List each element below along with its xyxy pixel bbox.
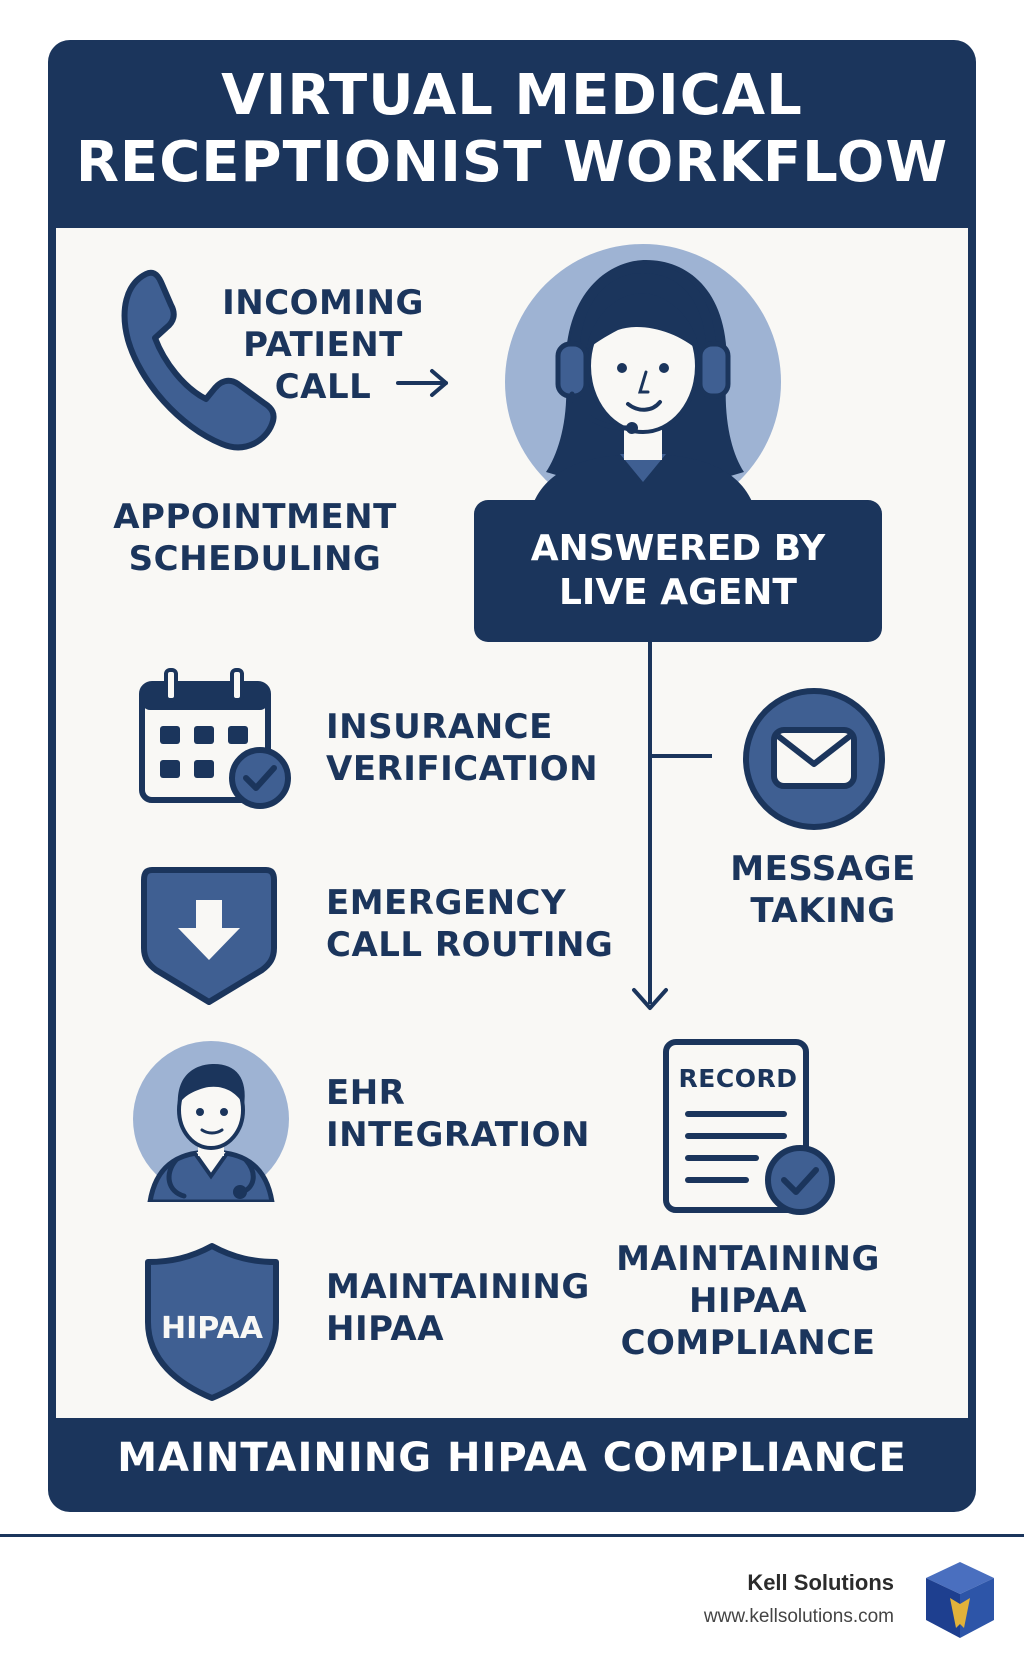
hipaa-shield-icon: HIPAA <box>145 1243 279 1401</box>
divider <box>0 1534 1024 1537</box>
brand-url[interactable]: www.kellsolutions.com <box>703 1606 894 1627</box>
arrow-right-icon <box>396 369 448 397</box>
emergency-call-routing-label: EMERGENCY CALL ROUTING <box>326 883 614 965</box>
appointment-scheduling-label: APPOINTMENT SCHEDULING <box>113 497 397 579</box>
shield-arrow-down-icon <box>141 867 277 1005</box>
title-line-2: RECEPTIONIST WORKFLOW <box>75 130 949 195</box>
branch-line <box>650 754 712 758</box>
incoming-call-label: INCOMING PATIENT CALL <box>222 283 424 407</box>
record-label: RECORD <box>678 1064 798 1093</box>
message-taking-label: MESSAGE TAKING <box>730 849 916 931</box>
envelope-icon <box>743 688 885 830</box>
agent-headset-icon <box>505 244 781 522</box>
maintaining-hipaa-compliance-right-label: MAINTAINING HIPAA COMPLIANCE <box>616 1239 880 1363</box>
brand-name: Kell Solutions <box>747 1570 894 1595</box>
maintaining-hipaa-left-label: MAINTAINING HIPAA <box>326 1267 590 1349</box>
insurance-verification-label: INSURANCE VERIFICATION <box>326 707 599 789</box>
brand-logo-icon <box>926 1562 994 1638</box>
footer-banner: MAINTAINING HIPAA COMPLIANCE <box>117 1435 907 1481</box>
phone-icon <box>121 269 277 451</box>
flow-line <box>632 640 668 1010</box>
doctor-icon <box>133 1041 289 1202</box>
calendar-check-icon <box>139 668 291 809</box>
ehr-integration-label: EHR INTEGRATION <box>326 1073 590 1155</box>
title-line-1: VIRTUAL MEDICAL <box>221 63 803 128</box>
hipaa-shield-text: HIPAA <box>161 1311 264 1346</box>
answered-by-live-agent-box: ANSWERED BY LIVE AGENT <box>474 500 882 642</box>
record-document-icon <box>663 1039 835 1215</box>
page-title: VIRTUAL MEDICAL RECEPTIONIST WORKFLOW <box>48 62 976 196</box>
